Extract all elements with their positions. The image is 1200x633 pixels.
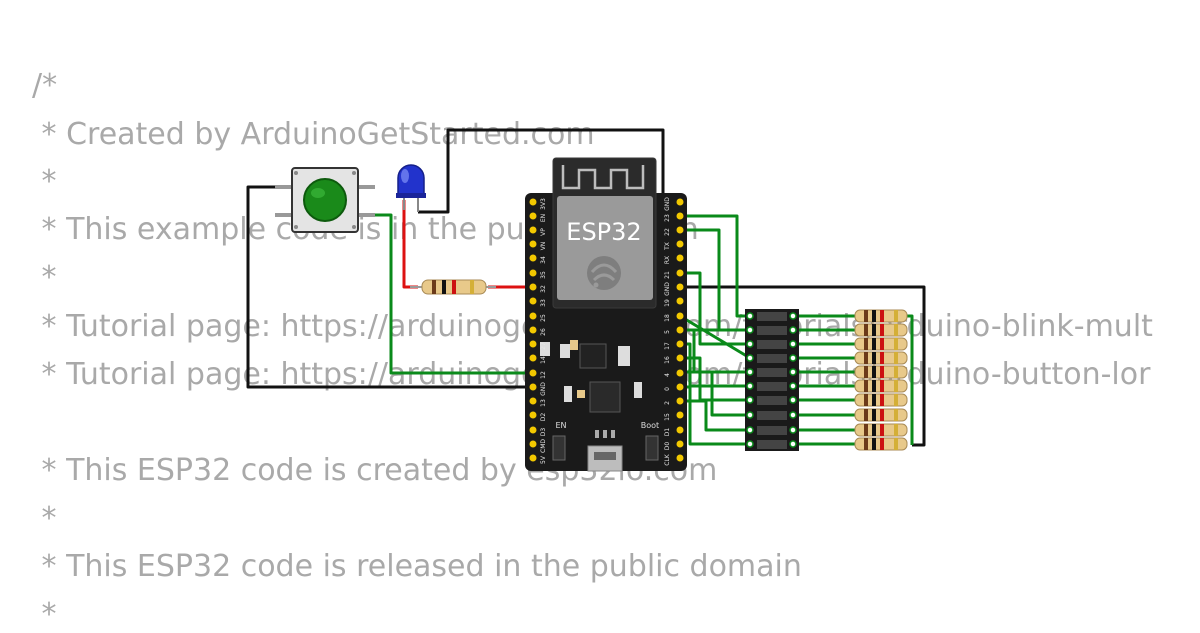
code-line: * (32, 597, 57, 632)
led-bar-graph[interactable] (745, 309, 799, 451)
wire-bar-7[interactable] (680, 356, 750, 417)
right-pin-label: 0 (664, 387, 671, 391)
wire-led-signal[interactable] (402, 200, 418, 289)
left-pin-label: 27 (540, 342, 547, 350)
left-pin-label: 32 (540, 285, 547, 293)
left-pin-label: 33 (540, 299, 547, 307)
left-pin-header (529, 198, 537, 462)
boot-button[interactable] (645, 435, 659, 461)
right-pin-label: 16 (664, 356, 671, 364)
led-resistor[interactable] (410, 279, 496, 295)
left-pin-label: VP (540, 228, 547, 236)
right-pin-label: GND (664, 197, 671, 211)
right-pin-label: 17 (664, 342, 671, 350)
wire-bar-4[interactable] (679, 314, 751, 360)
left-pin-label: 12 (540, 371, 547, 379)
right-pin-header (676, 198, 684, 462)
led-blue[interactable] (396, 164, 426, 212)
en-button[interactable] (552, 435, 566, 461)
right-pin-label: GND (664, 282, 671, 296)
right-pin-label: 5 (664, 330, 671, 334)
right-pin-label: 15 (664, 413, 671, 421)
right-pin-label: 19 (664, 299, 671, 307)
left-pin-label: 35 (540, 271, 547, 279)
left-pin-label: 25 (540, 314, 547, 322)
wire-button-signal[interactable] (370, 213, 533, 375)
button-cap[interactable] (303, 178, 347, 222)
left-pin-label: GND (540, 382, 547, 396)
resistor-row (854, 309, 908, 323)
right-pin-label: 18 (664, 314, 671, 322)
code-line: * (32, 501, 57, 536)
code-line: * This ESP32 code is released in the pub… (32, 549, 802, 584)
left-pin-label: CMD (540, 439, 547, 453)
left-pin-label: 34 (540, 256, 547, 264)
left-pin-label: 13 (540, 399, 547, 407)
left-pin-label: EN (540, 214, 547, 222)
wire-res-common[interactable] (906, 314, 914, 445)
code-line: * Created by ArduinoGetStarted.com (32, 117, 595, 152)
left-pin-label: 26 (540, 328, 547, 336)
esp32-board[interactable]: ESP32 EN Boot (525, 157, 687, 472)
right-pin-label: 22 (664, 228, 671, 236)
left-pin-label: VN (540, 242, 547, 251)
right-pin-label: D0 (664, 442, 671, 451)
left-pin-label: 5V (540, 455, 547, 464)
boot-label: Boot (641, 421, 659, 430)
left-pin-label: 14 (540, 356, 547, 364)
right-pin-label: 23 (664, 214, 671, 222)
espressif-logo-icon (587, 256, 621, 290)
push-button[interactable] (275, 167, 375, 233)
right-pin-label: 2 (664, 401, 671, 405)
wire-led-gnd[interactable] (418, 128, 665, 214)
code-line: * (32, 164, 57, 199)
right-pin-label: D1 (664, 428, 671, 437)
right-pin-label: RX (664, 256, 671, 264)
esp32-chip-label: ESP32 (566, 218, 641, 246)
code-line: /* (32, 68, 58, 103)
code-line: * (32, 260, 57, 295)
wire-resistor-gnd[interactable] (680, 285, 926, 447)
wire-bar-8[interactable] (680, 399, 750, 432)
left-pin-label: D3 (540, 428, 547, 437)
en-label: EN (555, 421, 566, 430)
left-pin-label: 3V3 (540, 198, 547, 210)
right-pin-label: TX (664, 242, 671, 251)
left-pin-label: D2 (540, 413, 547, 422)
right-pin-label: 4 (664, 373, 671, 377)
wire-bar-3[interactable] (680, 271, 750, 346)
right-pin-label: 21 (664, 271, 671, 279)
right-pin-label: CLK (664, 453, 671, 466)
wire-button-gnd[interactable] (246, 185, 533, 389)
wire-bar-1[interactable] (680, 214, 750, 318)
resistor-array[interactable] (854, 309, 908, 451)
